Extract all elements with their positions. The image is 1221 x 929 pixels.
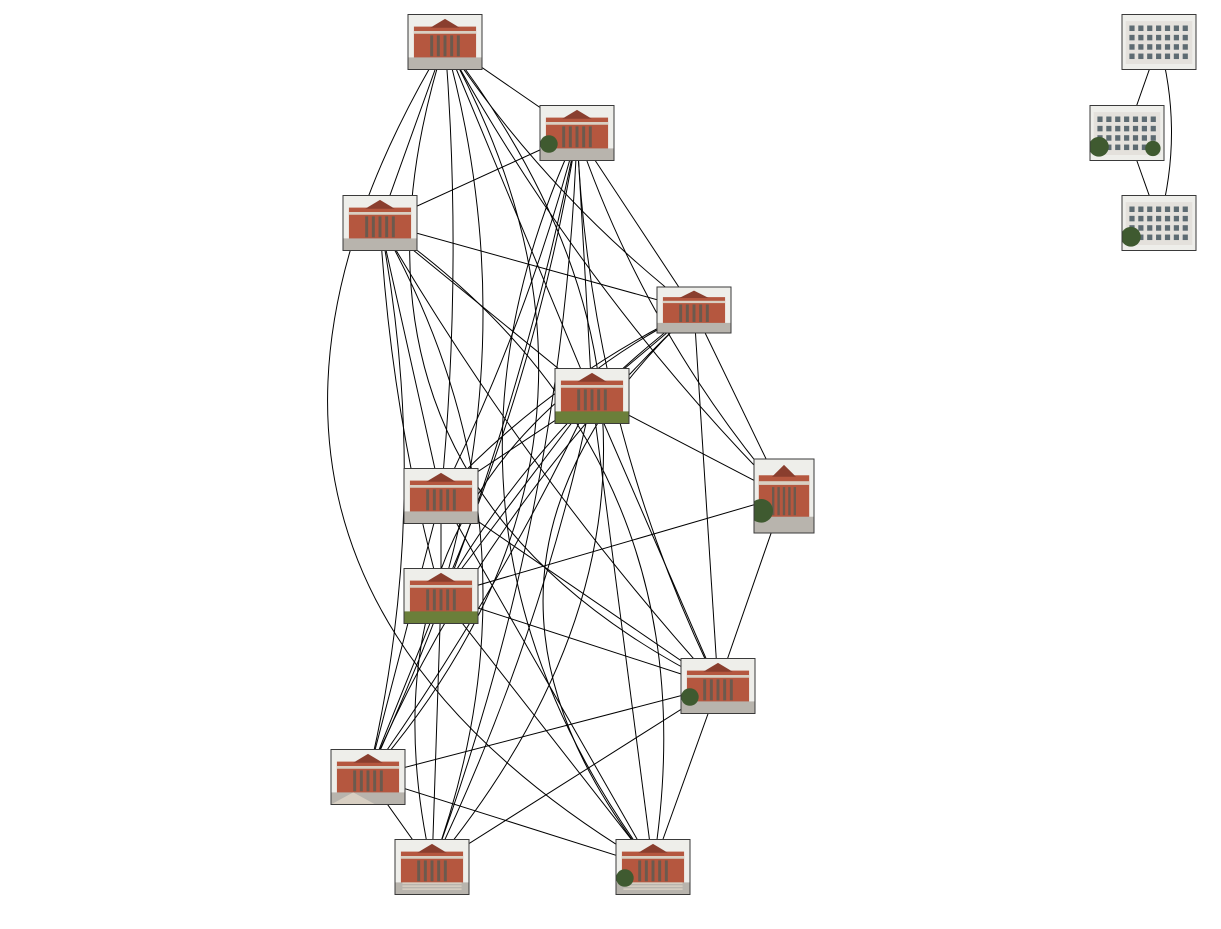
photo-node-n5[interactable] bbox=[554, 368, 630, 424]
edge-n8-n10 bbox=[367, 595, 442, 778]
photo-node-n1[interactable] bbox=[407, 14, 483, 70]
edge-n5-n8 bbox=[440, 395, 593, 597]
edge-n8-n12 bbox=[440, 595, 654, 868]
edge-n1-n9 bbox=[409, 41, 719, 687]
edge-n3-n11 bbox=[379, 222, 484, 868]
edge-n5-n9 bbox=[591, 395, 719, 687]
edge-n9-n12 bbox=[652, 685, 719, 868]
photo-node-m3[interactable] bbox=[1121, 195, 1197, 251]
edge-n2-n12 bbox=[501, 132, 654, 868]
edge-n1-n6 bbox=[440, 41, 454, 497]
edge-n3-n9 bbox=[379, 222, 719, 687]
photo-node-m1[interactable] bbox=[1121, 14, 1197, 70]
edge-layer bbox=[327, 41, 1172, 868]
edge-n1-n12 bbox=[327, 41, 654, 868]
edge-n2-n4 bbox=[576, 132, 695, 311]
edge-n3-n12 bbox=[379, 222, 665, 868]
edge-n2-n11 bbox=[431, 132, 578, 868]
node-layer bbox=[330, 14, 1197, 895]
edge-n5-n10 bbox=[367, 395, 593, 778]
edge-n1-n4 bbox=[444, 41, 695, 311]
edge-n4-n9 bbox=[693, 309, 719, 687]
photo-node-n8[interactable] bbox=[403, 568, 479, 624]
edge-n1-n3 bbox=[379, 41, 446, 224]
edge-n8-n11 bbox=[431, 595, 442, 868]
edge-n9-n10 bbox=[367, 685, 719, 778]
edge-n3-n8 bbox=[379, 222, 442, 597]
edge-n1-n7 bbox=[444, 41, 785, 497]
edge-n3-n4 bbox=[379, 222, 695, 311]
photo-node-n7[interactable] bbox=[749, 458, 815, 534]
edge-n6-n12 bbox=[440, 495, 654, 868]
edge-n2-n8 bbox=[440, 132, 578, 597]
edge-n6-n10 bbox=[367, 495, 442, 778]
photo-node-n11[interactable] bbox=[394, 839, 470, 895]
edge-n5-n11 bbox=[431, 395, 593, 868]
photo-node-n6[interactable] bbox=[403, 468, 479, 524]
edge-n10-n12 bbox=[367, 776, 654, 868]
edge-n4-n11 bbox=[414, 309, 695, 868]
photo-node-n10[interactable] bbox=[330, 749, 406, 805]
edge-n7-n8 bbox=[440, 495, 785, 597]
edge-n1-n10 bbox=[367, 41, 540, 778]
edge-n5-n12 bbox=[591, 395, 654, 868]
edge-n3-n5 bbox=[379, 222, 593, 397]
photo-node-m2[interactable] bbox=[1089, 105, 1165, 161]
edge-n4-n10 bbox=[367, 309, 695, 778]
edge-n2-n10 bbox=[367, 132, 578, 778]
photo-node-n2[interactable] bbox=[539, 105, 615, 161]
photo-node-n9[interactable] bbox=[680, 658, 756, 714]
edge-n2-n6 bbox=[440, 132, 578, 497]
photo-node-n12[interactable] bbox=[615, 839, 691, 895]
photo-node-n4[interactable] bbox=[656, 286, 732, 334]
edge-n6-n9 bbox=[440, 495, 719, 687]
photo-node-n3[interactable] bbox=[342, 195, 418, 251]
edge-n1-n11 bbox=[431, 41, 604, 868]
edge-n9-n11 bbox=[431, 685, 719, 868]
edge-n8-n9 bbox=[440, 595, 719, 687]
edge-n3-n6 bbox=[379, 222, 442, 497]
edge-n4-n8 bbox=[440, 309, 695, 597]
